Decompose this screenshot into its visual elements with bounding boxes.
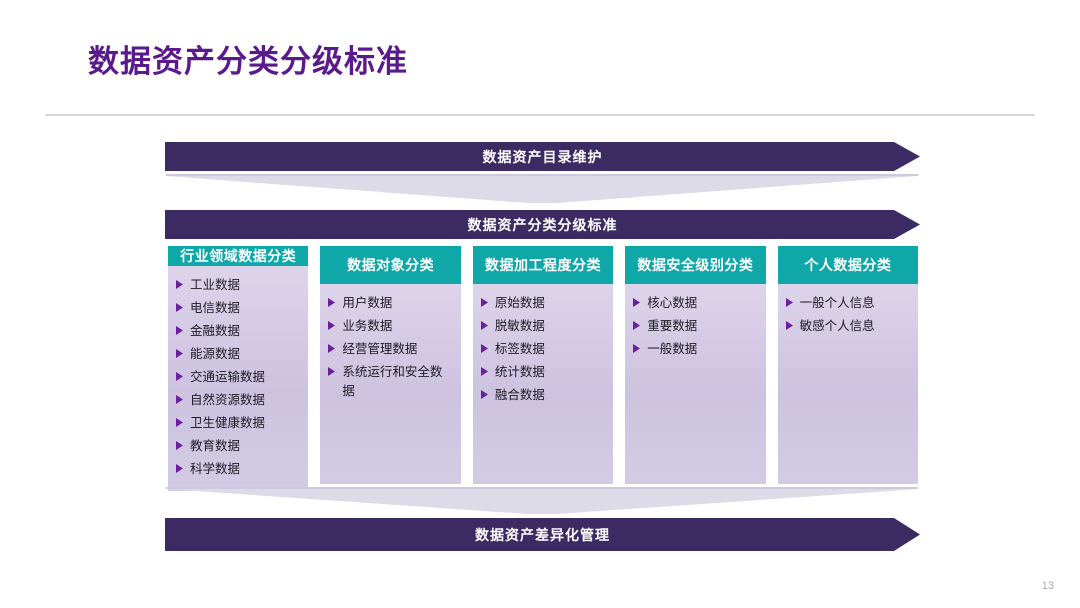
triangle-bullet-icon [176,303,186,312]
column-industry-domain: 行业领域数据分类 工业数据 电信数据 金融数据 能源数据 [168,246,309,491]
triangle-bullet-icon [176,395,186,404]
column-personal-data: 个人数据分类 一般个人信息 敏感个人信息 [777,246,919,484]
funnel-top-divider [166,174,918,176]
triangle-bullet-icon [176,418,186,427]
list-item[interactable]: 经营管理数据 [328,340,452,359]
list-item[interactable]: 能源数据 [176,345,300,364]
triangle-bullet-icon [328,321,338,330]
triangle-bullet-icon [176,349,186,358]
list-item-label: 重要数据 [647,319,698,333]
column-header: 个人数据分类 [777,246,919,284]
triangle-bullet-icon [176,326,186,335]
list-item[interactable]: 金融数据 [176,322,300,341]
list-item[interactable]: 电信数据 [176,299,300,318]
list-item-label: 融合数据 [494,388,545,402]
list-item[interactable]: 原始数据 [480,294,605,313]
list-item-label: 用户数据 [342,296,393,310]
column-body: 工业数据 电信数据 金融数据 能源数据 交通运输数据 [168,266,309,491]
list-item-label: 核心数据 [647,296,698,310]
list-item-label: 敏感个人信息 [799,319,875,333]
column-header: 数据加工程度分类 [472,246,614,284]
list-item[interactable]: 融合数据 [480,386,605,405]
list-item-label: 金融数据 [190,324,241,338]
list-item[interactable]: 一般个人信息 [785,294,910,313]
triangle-bullet-icon [328,344,338,353]
list-item[interactable]: 统计数据 [480,363,605,382]
triangle-bullet-icon [176,372,186,381]
list-item[interactable]: 系统运行和安全数据 [328,363,452,401]
list-item-label: 教育数据 [190,439,241,453]
triangle-bullet-icon [328,367,338,376]
list-item-label: 科学数据 [190,462,241,476]
triangle-bullet-icon [328,298,338,307]
list-item[interactable]: 用户数据 [328,294,452,313]
title-divider [45,114,1035,116]
triangle-bullet-icon [633,321,643,330]
list-item-label: 业务数据 [342,319,393,333]
column-security-level: 数据安全级别分类 核心数据 重要数据 一般数据 [625,246,766,484]
list-item-label: 电信数据 [190,301,241,315]
list-item[interactable]: 交通运输数据 [176,368,300,387]
list-item[interactable]: 业务数据 [328,317,452,336]
list-item-label: 一般个人信息 [799,296,875,310]
list-item[interactable]: 自然资源数据 [176,391,300,410]
list-item-label: 统计数据 [494,365,545,379]
triangle-bullet-icon [633,344,643,353]
list-item-label: 交通运输数据 [190,370,266,384]
list-item[interactable]: 工业数据 [176,276,300,295]
classification-columns: 行业领域数据分类 工业数据 电信数据 金融数据 能源数据 [168,246,919,491]
page-title: 数据资产分类分级标准 [88,44,408,79]
triangle-bullet-icon [633,298,643,307]
funnel-top-shape [166,176,918,203]
banner-top-catalog-maintenance: 数据资产目录维护 [165,142,920,171]
list-item-label: 一般数据 [647,342,698,356]
triangle-bullet-icon [176,464,186,473]
list-item[interactable]: 核心数据 [633,294,757,313]
list-item-label: 标签数据 [494,342,545,356]
triangle-bullet-icon [480,298,491,307]
list-item[interactable]: 科学数据 [176,460,300,479]
banner-top-label: 数据资产目录维护 [482,148,603,165]
banner-bottom-differentiated-management: 数据资产差异化管理 [165,518,920,551]
list-item[interactable]: 敏感个人信息 [785,317,910,336]
triangle-bullet-icon [785,321,796,330]
column-header: 行业领域数据分类 [168,246,309,266]
list-item[interactable]: 一般数据 [633,340,757,359]
column-body: 一般个人信息 敏感个人信息 [777,284,919,484]
funnel-bottom-divider [166,487,918,489]
triangle-bullet-icon [785,298,796,307]
list-item[interactable]: 标签数据 [480,340,605,359]
banner-bottom-label: 数据资产差异化管理 [475,526,610,543]
page-number: 13 [1041,580,1054,592]
list-item-label: 原始数据 [494,296,545,310]
list-item[interactable]: 脱敏数据 [480,317,605,336]
list-item-label: 系统运行和安全数据 [342,365,443,398]
column-body: 用户数据 业务数据 经营管理数据 系统运行和安全数据 [320,284,461,484]
column-header: 数据安全级别分类 [625,246,766,284]
list-item[interactable]: 教育数据 [176,437,300,456]
funnel-bottom-shape [166,489,918,514]
list-item[interactable]: 卫生健康数据 [176,414,300,433]
triangle-bullet-icon [176,441,186,450]
list-item-label: 脱敏数据 [494,319,545,333]
column-header: 数据对象分类 [320,246,461,284]
column-processing-degree: 数据加工程度分类 原始数据 脱敏数据 标签数据 统计数据 [472,246,614,484]
column-data-object: 数据对象分类 用户数据 业务数据 经营管理数据 系统运行和安全数据 [320,246,461,484]
triangle-bullet-icon [176,280,186,289]
triangle-bullet-icon [480,390,491,399]
triangle-bullet-icon [480,321,491,330]
list-item-label: 卫生健康数据 [190,416,266,430]
column-body: 核心数据 重要数据 一般数据 [625,284,766,484]
list-item-label: 经营管理数据 [342,342,418,356]
triangle-bullet-icon [480,367,491,376]
banner-middle-label: 数据资产分类分级标准 [467,216,618,233]
banner-middle-classification-standard: 数据资产分类分级标准 [165,210,920,239]
list-item-label: 工业数据 [190,278,241,292]
list-item-label: 自然资源数据 [190,393,266,407]
list-item[interactable]: 重要数据 [633,317,757,336]
column-body: 原始数据 脱敏数据 标签数据 统计数据 融合数据 [472,284,614,484]
list-item-label: 能源数据 [190,347,241,361]
triangle-bullet-icon [480,344,491,353]
